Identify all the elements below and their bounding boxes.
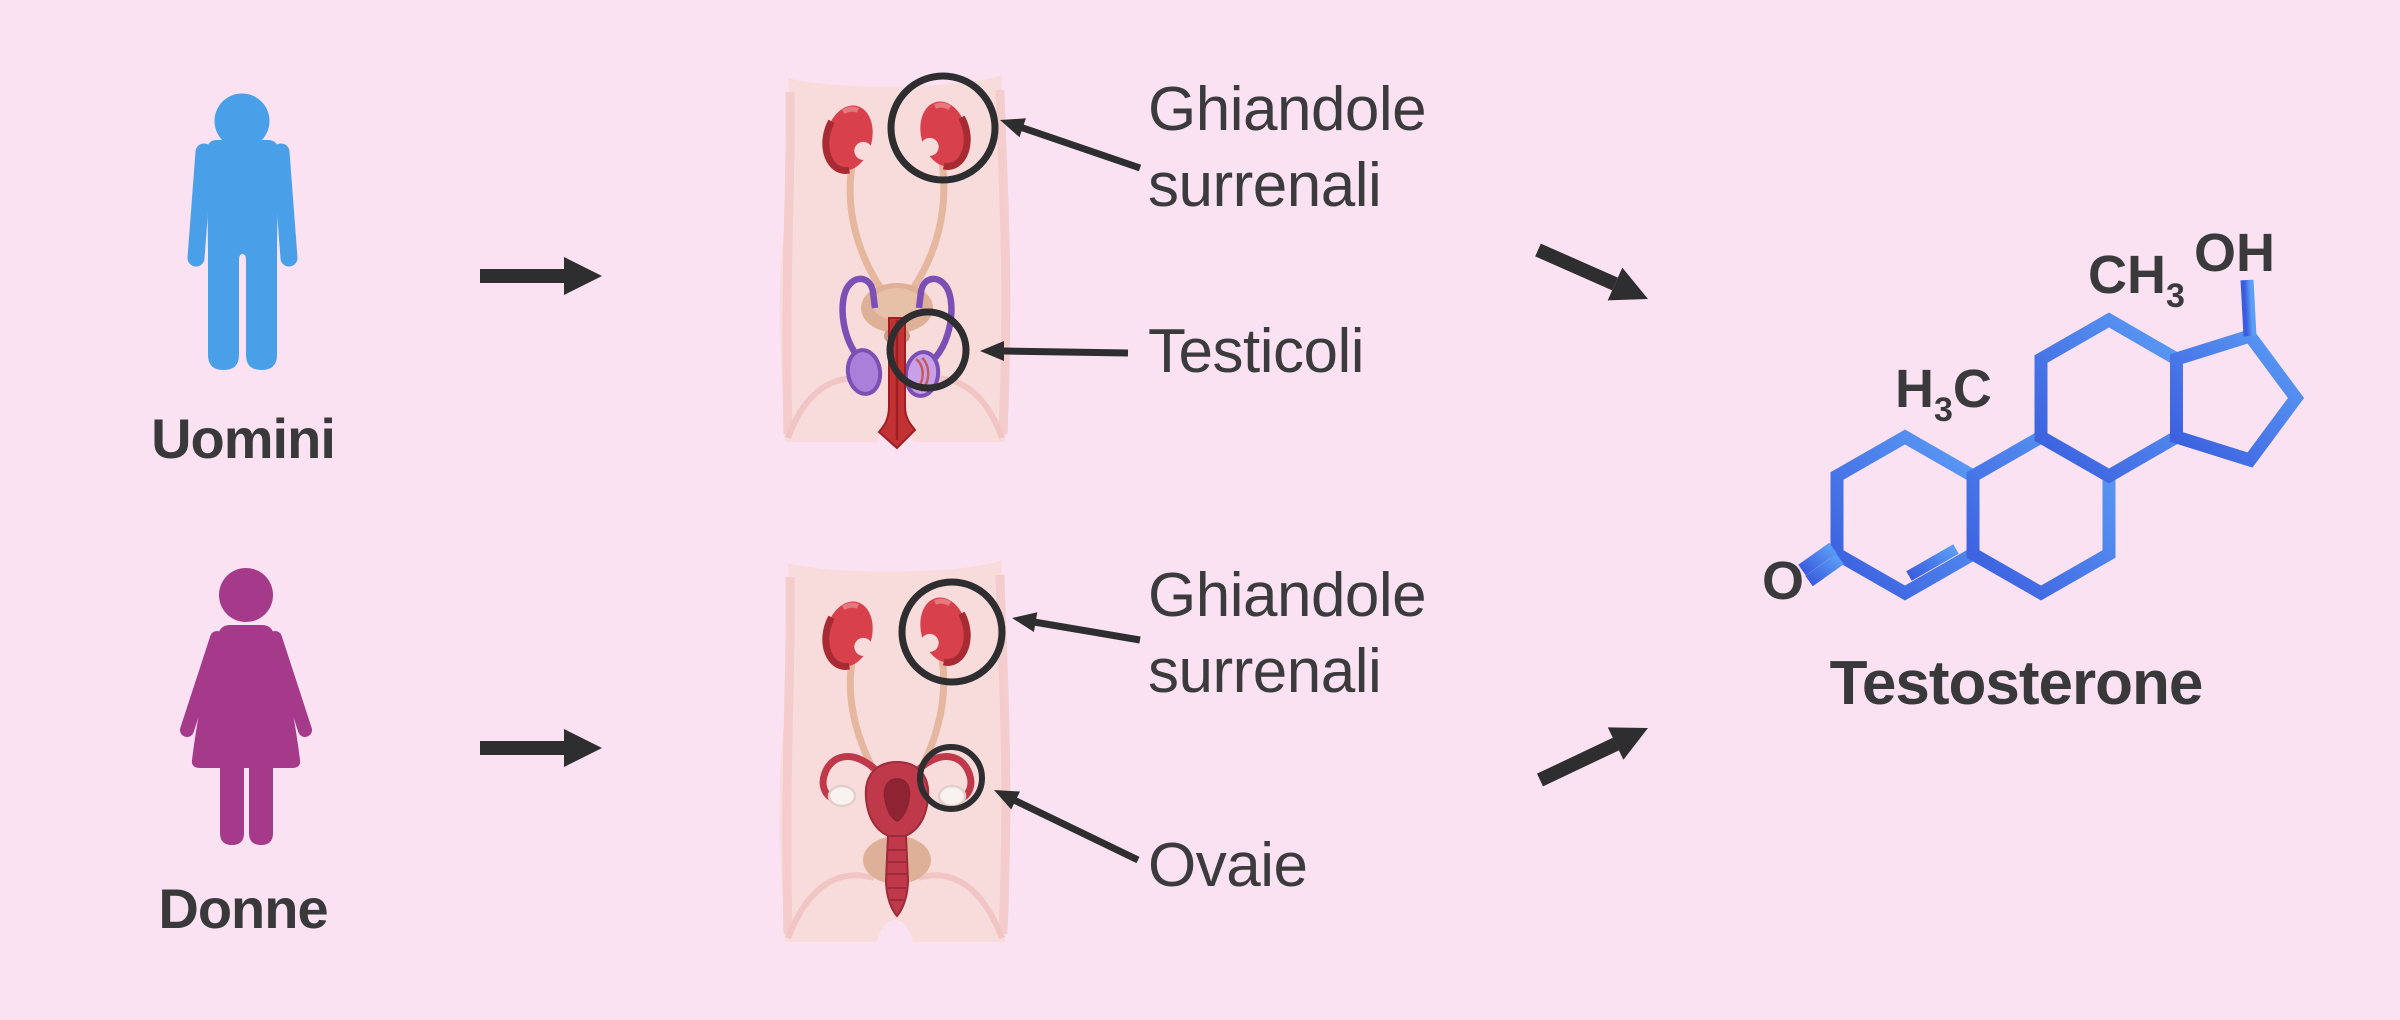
female-ovary-highlight-circle [917,744,985,812]
male-torso-shade-right [995,89,1011,435]
oh-symbol: OH [2194,223,2275,283]
ch3-subscript: 3 [2166,277,2185,315]
c13-methyl-label: CH3 [2088,244,2185,316]
female-icon-right-arm [268,631,312,737]
oxygen-symbol: O [1762,551,1805,611]
female-kidney-left [822,601,873,670]
h3-subscript: 3 [1934,391,1953,429]
male-gonad-annotation: Testicoli [1148,317,1365,386]
female-gonad-pointer-arrow [994,790,1140,864]
female-vaginal-ridges [887,849,907,901]
male-flow-arrow [480,257,602,295]
male-figure-label: Uomini [151,407,336,470]
female-anatomy-illustration [779,560,1011,942]
male-icon-right-arm [272,143,298,267]
female-icon-dress [191,625,301,768]
female-figure-icon [180,568,312,845]
male-vas-deferens-right [915,275,955,367]
c17-hydroxyl-bond [2240,279,2257,337]
c10-methyl-label: H3C [1895,358,1992,430]
male-testis-highlight-circle [886,308,970,392]
female-vagina [884,835,910,918]
female-gonad-annotation: Ovaie [1148,831,1308,900]
male-figure-icon [187,93,298,370]
female-adrenal-annotation: Ghiandole surrenali [1148,558,1427,710]
male-adrenal-line1: Ghiandole [1148,75,1427,144]
female-adrenal-highlight-circle [898,578,1006,686]
male-icon-body [207,140,278,370]
female-icon-right-leg [249,768,273,845]
male-icon-head [214,93,270,149]
female-icon-left-leg [220,768,244,845]
ketone-oxygen-label: O [1762,550,1804,612]
male-testis-left [845,348,883,396]
male-adrenal-line2: surrenali [1148,151,1382,220]
ch-symbol: CH [2088,245,2166,305]
female-uterine-cavity [883,778,911,822]
male-adrenal-highlight-circle [887,72,999,184]
ketone-double-bond-2 [1805,553,1844,587]
molecule-name: Testosterone [1829,649,2204,718]
male-anatomy-illustration [779,72,1011,450]
c17-hydroxyl-label: OH [2194,222,2275,284]
female-torso-shade-right [995,574,1011,935]
c-symbol: C [1952,359,1992,419]
female-adrenal-line2: surrenali [1148,637,1382,706]
steroid-ring-d [2170,328,2305,468]
testosterone-molecule-structure [1798,279,2305,601]
female-thigh-crease-right [917,872,1005,940]
female-kidney-right [920,597,971,666]
female-adrenal-pointer-arrow [1012,612,1141,644]
female-icon-head [219,568,273,622]
female-icon-left-arm [180,631,224,737]
male-vas-deferens-left [839,275,879,367]
female-ovary-left [827,784,857,808]
female-flow-arrow [480,729,602,767]
male-adrenal-pointer-arrow [1000,118,1142,172]
delta4-double-bond [1906,544,1959,581]
female-thigh-crease-left [785,872,875,940]
male-adrenal-annotation: Ghiandole surrenali [1148,72,1427,224]
male-torso-shade-left [782,91,795,435]
h-symbol: H [1895,359,1934,419]
female-adrenal-line1: Ghiandole [1148,561,1427,630]
ketone-double-bond-1 [1798,542,1837,576]
male-gonad-pointer-arrow [980,341,1129,361]
male-kidney-left [822,105,873,174]
male-bladder-highlight [872,288,922,320]
female-torso-shade-left [782,576,795,935]
female-figure-label: Donne [158,877,328,940]
female-to-molecule-arrow [1537,727,1648,787]
male-to-molecule-arrow [1535,243,1648,301]
male-icon-left-arm [187,143,213,267]
male-kidney-right [920,101,971,170]
